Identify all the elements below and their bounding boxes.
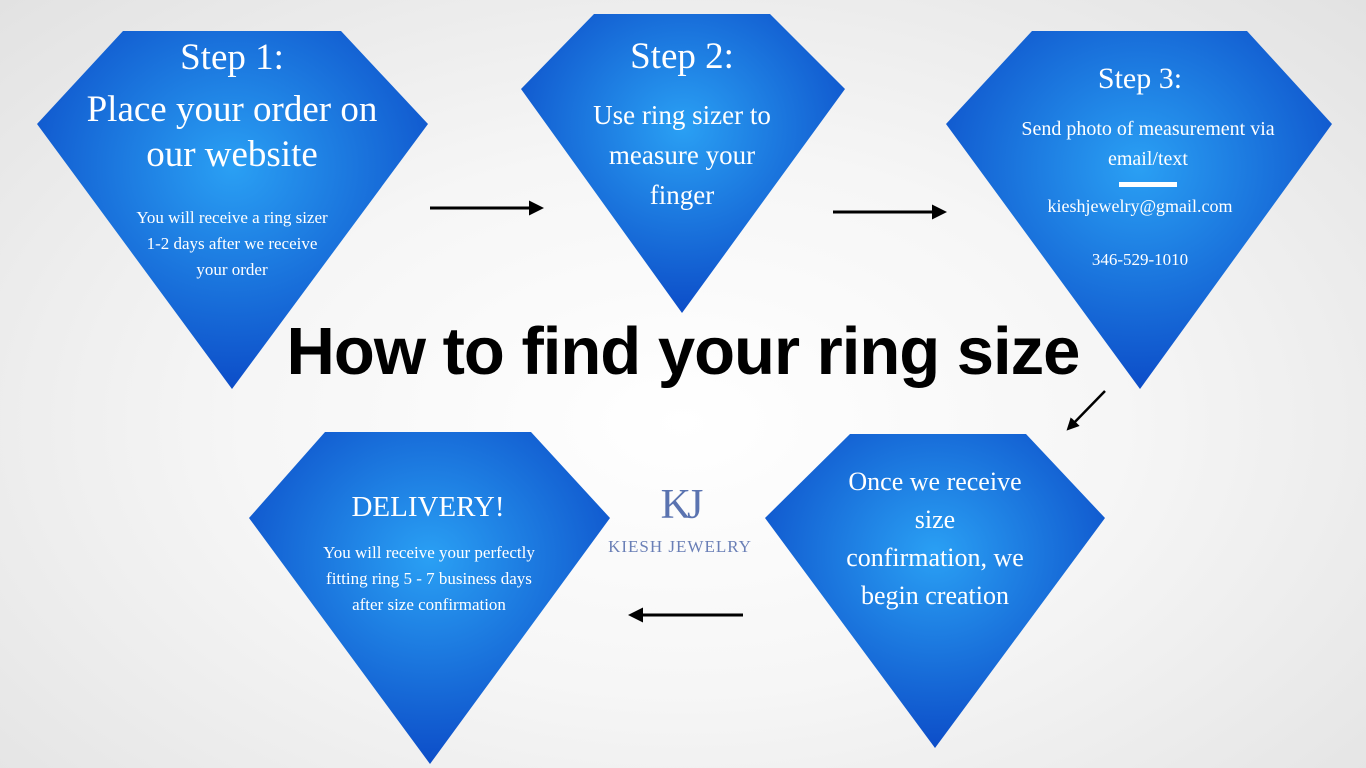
step4-diamond xyxy=(765,434,1105,748)
step1-detail-text: You will receive a ring sizer 1-2 days a… xyxy=(136,208,328,279)
step3-main-text: Send photo of measurement via email/text xyxy=(1021,118,1275,170)
step4-main-text: Once we receive size confirmation, we be… xyxy=(846,467,1024,610)
arrow-step3-to-step4 xyxy=(1066,390,1106,431)
step3-phone: 346-529-1010 xyxy=(1091,250,1189,269)
step2-diamond xyxy=(521,14,845,313)
step1-heading: Step 1: xyxy=(180,37,284,78)
step1-main-text: Place your order on our website xyxy=(86,89,378,175)
step3-divider xyxy=(1119,182,1177,187)
page-title: How to find your ring size xyxy=(286,314,1081,389)
step2-main-text: Use ring sizer to measure your finger xyxy=(593,100,771,210)
step3-heading: Step 3: xyxy=(1097,62,1183,95)
delivery-detail-text: You will receive your perfectly fitting … xyxy=(323,543,535,614)
delivery-heading: DELIVERY! xyxy=(351,491,505,523)
step3-diamond xyxy=(946,31,1332,389)
step2-heading: Step 2: xyxy=(630,36,734,77)
logo-mark: KJ xyxy=(660,482,704,528)
logo-name: KIESH JEWELRY xyxy=(608,537,752,556)
step3-email: kieshjewelry@gmail.com xyxy=(1047,196,1233,216)
delivery-diamond xyxy=(249,432,610,764)
step1-diamond xyxy=(37,31,428,389)
